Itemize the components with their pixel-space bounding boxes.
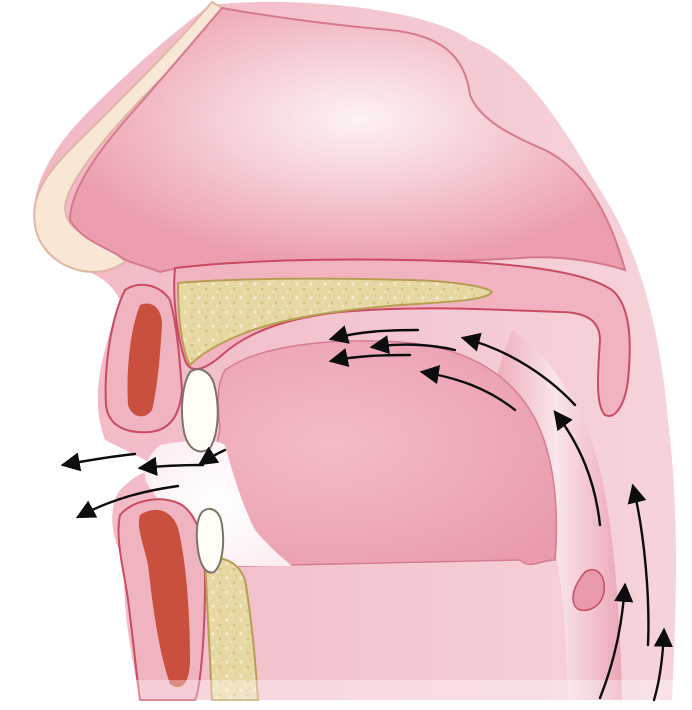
bottom-fade <box>0 680 692 710</box>
upper-incisor <box>182 369 218 451</box>
lower-incisor <box>197 509 223 573</box>
